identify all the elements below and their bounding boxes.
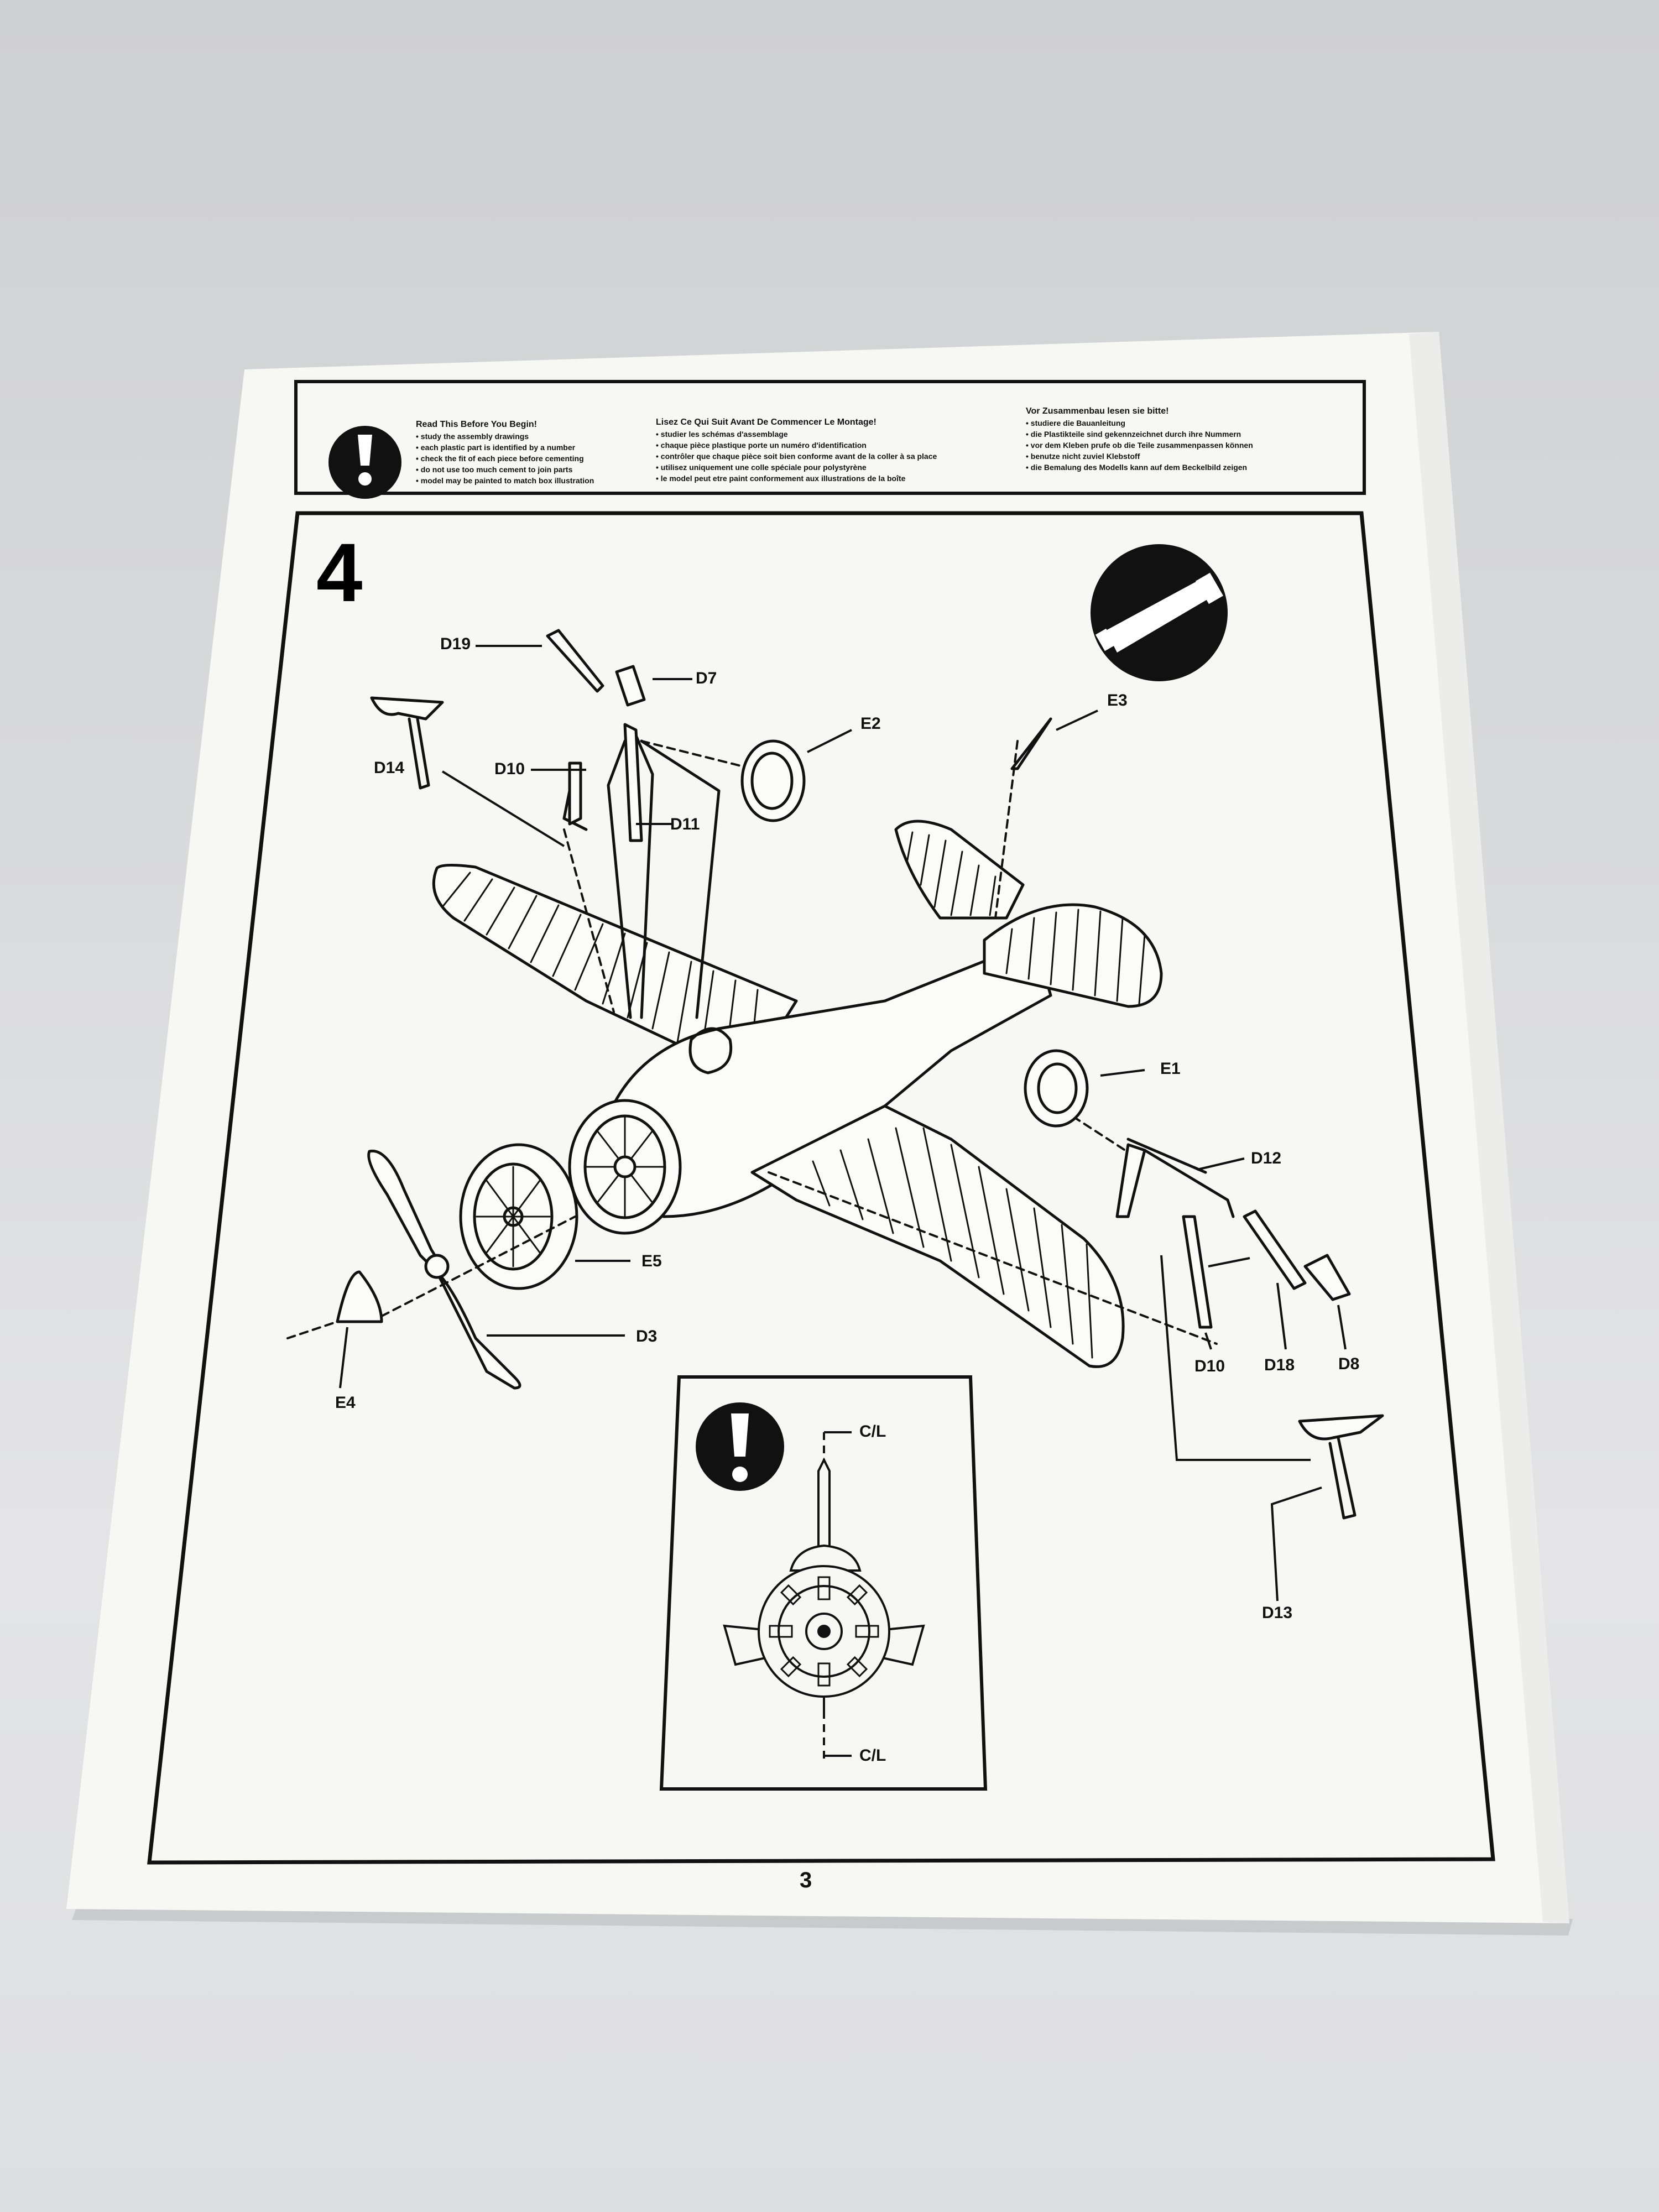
part-label-d8: D8 xyxy=(1338,1355,1360,1373)
header-german-item: studiere die Bauanleitung xyxy=(1026,418,1380,429)
inset-warning-icon xyxy=(696,1402,784,1491)
header-french-item: studier les schémas d'assemblage xyxy=(656,429,1010,440)
inset-front-view-drawing xyxy=(723,1431,925,1759)
header-french: Lisez Ce Qui Suit Avant De Commencer Le … xyxy=(656,417,1010,484)
part-label-d18: D18 xyxy=(1264,1356,1295,1374)
centerline-label-bottom: C/L xyxy=(859,1746,886,1765)
part-label-d14: D14 xyxy=(374,759,405,777)
part-label-d10-upper: D10 xyxy=(494,760,525,778)
header-german-item: benutze nicht zuviel Klebstoff xyxy=(1026,451,1380,462)
left-wing xyxy=(432,863,798,1052)
header-french-item: utilisez uniquement une colle spéciale p… xyxy=(656,462,1010,473)
part-e1 xyxy=(1024,1049,1089,1128)
part-label-d10-lower: D10 xyxy=(1194,1357,1225,1375)
part-label-d12: D12 xyxy=(1251,1149,1282,1167)
part-e3 xyxy=(1010,717,1052,770)
header-french-title: Lisez Ce Qui Suit Avant De Commencer Le … xyxy=(656,418,877,427)
header-german-item: die Bemalung des Modells kann auf dem Be… xyxy=(1026,462,1380,473)
part-label-d11: D11 xyxy=(670,815,700,833)
part-label-e2: E2 xyxy=(860,714,881,733)
page-number: 3 xyxy=(800,1868,812,1892)
part-label-e5: E5 xyxy=(641,1252,662,1270)
header-english-item: do not use too much cement to join parts xyxy=(416,464,770,475)
header-german-title: Vor Zusammenbau lesen sie bitte! xyxy=(1026,406,1169,416)
part-d13 xyxy=(1298,1414,1384,1441)
centerline-label-top: C/L xyxy=(859,1422,886,1441)
part-d19 xyxy=(546,629,604,693)
part-label-d13: D13 xyxy=(1262,1604,1293,1622)
glue-tube-icon xyxy=(1091,544,1228,681)
part-d14 xyxy=(370,696,444,721)
part-label-d19: D19 xyxy=(440,635,471,653)
fuselage xyxy=(596,947,1052,1218)
header-english-item: study the assembly drawings xyxy=(416,431,770,442)
part-label-e3: E3 xyxy=(1107,691,1128,709)
part-d8 xyxy=(1303,1254,1351,1301)
warning-icon xyxy=(328,426,401,499)
leader-lines xyxy=(339,645,1347,1601)
header-german: Vor Zusammenbau lesen sie bitte! studier… xyxy=(1026,406,1380,473)
header-english-item: check the fit of each piece before cemen… xyxy=(416,453,770,464)
spinner-e4 xyxy=(336,1270,383,1323)
part-label-d7: D7 xyxy=(696,669,717,687)
header-german-item: vor dem Kleben prufe ob die Teile zusamm… xyxy=(1026,440,1380,451)
part-d10-lower xyxy=(1182,1215,1213,1329)
tail-stabilizer xyxy=(983,903,1163,1008)
part-label-e1: E1 xyxy=(1160,1060,1181,1078)
step-number: 4 xyxy=(316,526,363,619)
header-english-item: each plastic part is identified by a num… xyxy=(416,442,770,453)
part-label-e4: E4 xyxy=(335,1394,356,1412)
header-french-item: contrôler que chaque pièce soit bien con… xyxy=(656,451,1010,462)
header-english: Read This Before You Begin! study the as… xyxy=(416,419,770,486)
header-german-item: die Plastikteile sind gekennzeichnet dur… xyxy=(1026,429,1380,440)
part-d10-upper xyxy=(568,761,582,826)
header-english-title: Read This Before You Begin! xyxy=(416,420,537,429)
part-d12 xyxy=(1115,1143,1146,1218)
header-french-item: chaque pièce plastique porte un numéro d… xyxy=(656,440,1010,451)
part-d7 xyxy=(615,665,646,707)
part-d18 xyxy=(1243,1209,1307,1290)
header-english-item: model may be painted to match box illust… xyxy=(416,475,770,486)
airplane-assembly-drawing xyxy=(286,629,1384,1520)
header-french-item: le model peut etre paint conformement au… xyxy=(656,473,1010,484)
part-label-d3: D3 xyxy=(636,1327,658,1345)
